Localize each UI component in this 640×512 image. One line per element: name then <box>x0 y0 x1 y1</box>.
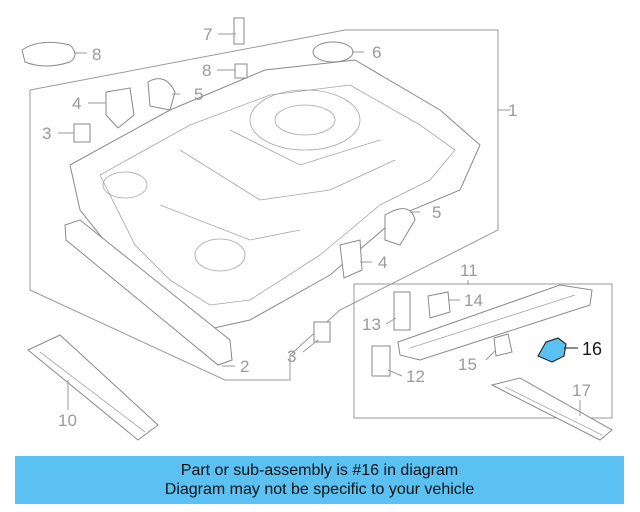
parts-diagram: 8 7 8 6 5 4 3 1 5 4 2 3 10 11 13 14 15 1… <box>21 17 613 441</box>
callout-5a: 5 <box>194 85 203 104</box>
part-13-bracket <box>393 291 411 331</box>
part-4-bracket-a <box>105 87 135 129</box>
assembly-box-11 <box>353 283 613 419</box>
callout-14: 14 <box>464 291 483 310</box>
banner-line-2: Diagram may not be specific to your vehi… <box>164 481 475 498</box>
callout-2: 2 <box>240 357 249 376</box>
part-6-plug <box>312 41 354 63</box>
leader-lines <box>58 33 581 416</box>
callout-8: 8 <box>202 61 211 80</box>
callout-6: 6 <box>372 43 381 62</box>
part-12-plate <box>371 345 391 377</box>
part-5-bracket-b <box>384 208 416 246</box>
callout-12: 12 <box>406 367 425 386</box>
part-3-bracket-b <box>313 321 331 343</box>
part-11-rail <box>397 284 593 361</box>
callout-9: 8 <box>92 45 101 64</box>
callout-4b: 4 <box>378 253 387 272</box>
part-14-bracket <box>427 291 451 319</box>
callout-16: 16 <box>582 339 602 359</box>
banner-line-1: Part or sub-assembly is #16 in diagram <box>180 462 459 479</box>
part-16-highlighted <box>537 337 567 363</box>
callout-5b: 5 <box>432 203 441 222</box>
callout-7: 7 <box>203 25 212 44</box>
info-banner: Part or sub-assembly is #16 in diagram D… <box>15 456 624 504</box>
part-3-bracket-a <box>73 123 91 143</box>
callout-13: 13 <box>362 315 381 334</box>
part-10-rail <box>27 334 159 441</box>
part-4-bracket-b <box>339 239 363 279</box>
part-8-nut <box>234 63 248 79</box>
callout-1: 1 <box>508 101 517 120</box>
callout-3a: 3 <box>42 124 51 143</box>
part-7-bolt <box>233 17 245 45</box>
part-15-bracket <box>493 333 513 357</box>
callout-10: 10 <box>58 411 77 430</box>
callout-3b: 3 <box>287 347 296 366</box>
callout-17: 17 <box>572 381 591 400</box>
part-17-rail <box>490 377 613 441</box>
part-2-rail <box>64 219 233 366</box>
part-5-bracket-a <box>147 78 176 111</box>
callout-11: 11 <box>460 261 478 280</box>
callout-4a: 4 <box>72 94 81 113</box>
part-9-plug <box>21 41 76 67</box>
callout-15: 15 <box>458 355 477 374</box>
